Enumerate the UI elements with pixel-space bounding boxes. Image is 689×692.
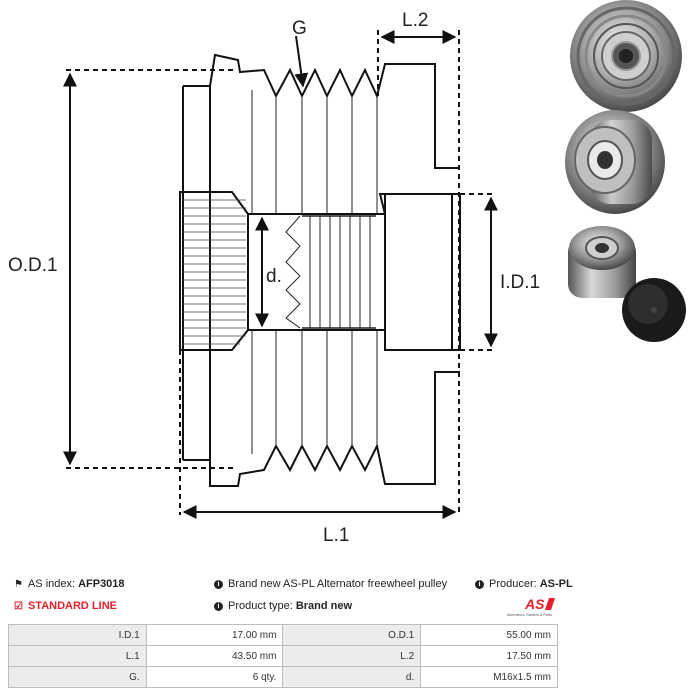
spec-value: 55.00 mm xyxy=(420,624,558,646)
standard-line: ☑ STANDARD LINE xyxy=(14,600,117,612)
svg-text:Alternators, Starters & Parts: Alternators, Starters & Parts xyxy=(507,613,552,617)
tag-icon: ⚑ xyxy=(14,578,23,590)
spec-value: 17.00 mm xyxy=(145,624,284,646)
groove-lines xyxy=(251,90,378,454)
table-row: L.1 43.50 mm L.2 17.50 mm xyxy=(8,645,558,667)
spec-key: d. xyxy=(282,666,422,688)
description-text: Brand new AS-PL Alternator freewheel pul… xyxy=(228,578,448,590)
spec-value: 43.50 mm xyxy=(145,645,284,667)
spec-key: L.2 xyxy=(282,645,422,667)
table-row: G. 6 qty. d. M16x1.5 mm xyxy=(8,666,558,688)
pulley-outline xyxy=(179,53,461,487)
technical-drawing: G L.2 O.D.1 d. I.D.1 L.1 xyxy=(8,0,686,546)
product-photo-front xyxy=(570,0,682,112)
dim-label-l2: L.2 xyxy=(402,10,428,31)
info-icon: i xyxy=(214,579,223,589)
product-type: i Product type: Brand new xyxy=(214,600,352,612)
spec-key: O.D.1 xyxy=(282,624,422,646)
spec-value: 6 qty. xyxy=(145,666,284,688)
product-photo-angled xyxy=(565,110,665,214)
dim-label-l1: L.1 xyxy=(323,525,349,546)
producer-value: AS-PL xyxy=(539,578,573,590)
dim-label-od1: O.D.1 xyxy=(8,255,58,276)
extension-lines xyxy=(66,30,496,515)
dimension-arrows xyxy=(63,30,498,519)
producer: i Producer: AS-PL xyxy=(475,578,573,590)
dim-label-d: d. xyxy=(266,266,282,287)
as-index: ⚑ AS index: AFP3018 xyxy=(14,578,125,590)
standard-line-label: STANDARD LINE xyxy=(27,600,117,612)
as-pl-logo: AS Alternators, Starters & Parts xyxy=(507,596,555,617)
info-icon: i xyxy=(475,579,484,589)
product-type-label: Product type: xyxy=(228,600,293,612)
producer-label: Producer: xyxy=(489,578,537,590)
spec-key: I.D.1 xyxy=(8,624,147,646)
product-photo-side xyxy=(568,226,636,298)
table-row: I.D.1 17.00 mm O.D.1 55.00 mm xyxy=(8,624,558,646)
dim-label-id1: I.D.1 xyxy=(500,272,540,293)
spec-value: M16x1.5 mm xyxy=(420,666,558,688)
product-description: i Brand new AS-PL Alternator freewheel p… xyxy=(214,578,447,590)
spec-value: 17.50 mm xyxy=(420,645,558,667)
as-index-label: AS index: xyxy=(27,578,76,590)
checkbox-icon: ☑ xyxy=(14,600,23,612)
protective-cap-photo xyxy=(622,278,686,342)
info-icon: i xyxy=(214,601,223,611)
thread xyxy=(285,215,376,329)
spec-table: I.D.1 17.00 mm O.D.1 55.00 mm L.1 43.50 … xyxy=(8,624,558,688)
svg-text:AS: AS xyxy=(524,596,545,612)
product-type-value: Brand new xyxy=(295,600,353,612)
as-index-value: AFP3018 xyxy=(78,578,125,590)
dim-label-g: G xyxy=(292,18,307,39)
spec-key: G. xyxy=(8,666,147,688)
spec-key: L.1 xyxy=(8,645,147,667)
spline-texture xyxy=(182,199,246,345)
